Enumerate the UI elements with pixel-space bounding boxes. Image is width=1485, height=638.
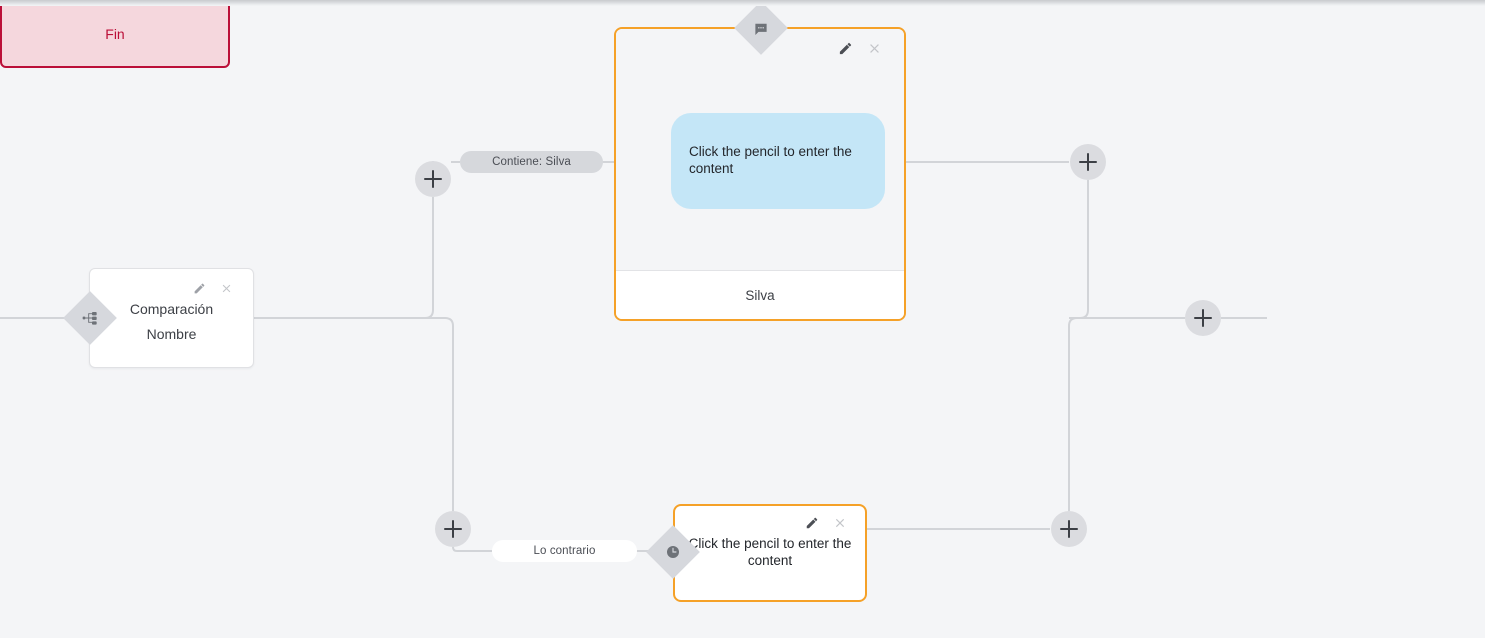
node-delay-badge[interactable]: [646, 525, 700, 579]
add-node-button-false-branch[interactable]: [435, 511, 471, 547]
node-message-bubble-text: Click the pencil to enter the content: [689, 144, 852, 176]
node-message[interactable]: Click the pencil to enter the content Si…: [614, 27, 906, 321]
add-node-button-before-end[interactable]: [1185, 300, 1221, 336]
node-message-toolbar: [838, 41, 882, 56]
node-delay[interactable]: Click the pencil to enter the content: [673, 504, 867, 602]
add-node-button-after-delay[interactable]: [1051, 511, 1087, 547]
pencil-icon[interactable]: [193, 282, 206, 295]
close-icon[interactable]: [833, 516, 847, 530]
branch-split-icon: [82, 310, 98, 326]
node-message-badge[interactable]: [734, 1, 788, 55]
node-comparison-badge[interactable]: [63, 291, 117, 345]
node-comparison-title: Comparación: [129, 301, 214, 317]
node-message-footer: Silva: [616, 270, 904, 319]
node-delay-text: Click the pencil to enter the content: [688, 536, 852, 568]
node-end[interactable]: Fin: [0, 0, 230, 68]
edge-label-true-branch-text: Contiene: Silva: [492, 156, 571, 168]
clock-icon: [665, 544, 681, 560]
node-comparison-toolbar: [193, 282, 233, 295]
edge-label-true-branch[interactable]: Contiene: Silva: [460, 151, 603, 173]
node-delay-toolbar: [805, 516, 847, 530]
close-icon[interactable]: [220, 282, 233, 295]
close-icon[interactable]: [867, 41, 882, 56]
add-node-button-after-message[interactable]: [1070, 144, 1106, 180]
node-message-body: Click the pencil to enter the content: [616, 29, 904, 271]
node-message-bubble[interactable]: Click the pencil to enter the content: [671, 113, 885, 209]
edge-label-false-branch-text: Lo contrario: [533, 545, 596, 557]
node-comparison-subtitle: Nombre: [146, 326, 197, 342]
node-end-label: Fin: [105, 26, 125, 42]
top-shadow-strip: [0, 0, 1485, 6]
pencil-icon[interactable]: [838, 41, 853, 56]
chat-bubble-icon: [754, 21, 769, 36]
add-node-button-true-branch[interactable]: [415, 161, 451, 197]
pencil-icon[interactable]: [805, 516, 819, 530]
edge-label-false-branch[interactable]: Lo contrario: [492, 540, 637, 562]
